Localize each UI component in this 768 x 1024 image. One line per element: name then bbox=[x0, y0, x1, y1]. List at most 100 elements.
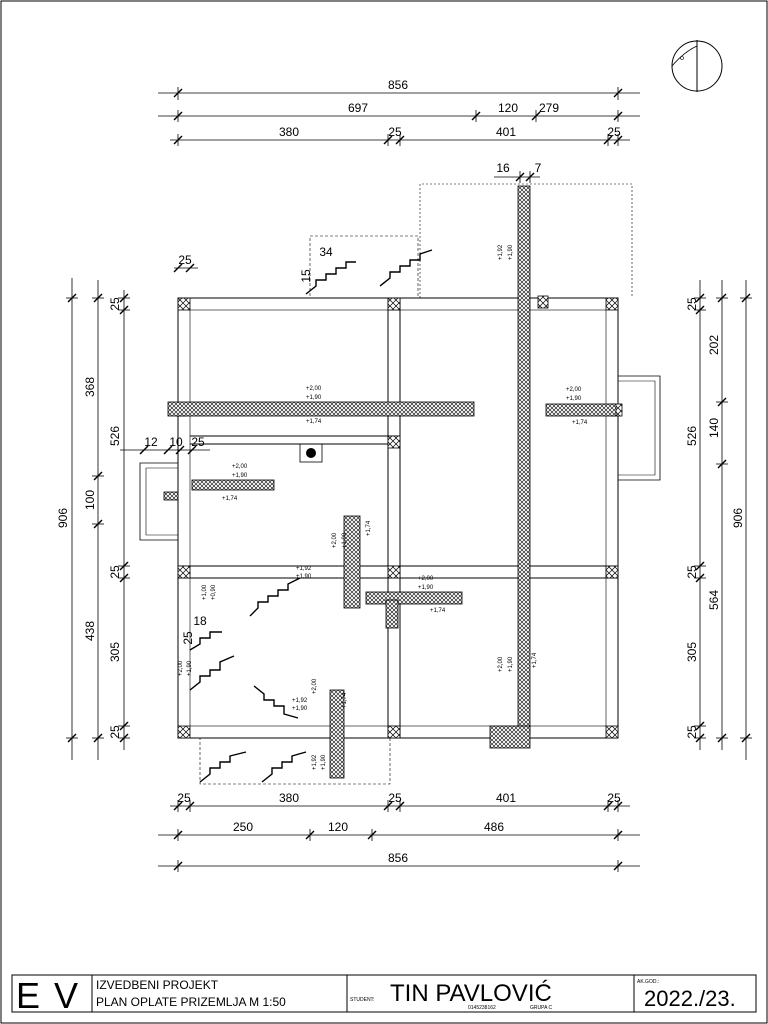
dim-top-120: 120 bbox=[498, 101, 518, 115]
dim-left-total: 906 bbox=[56, 508, 70, 528]
level-l190-e: +1,90 bbox=[296, 574, 312, 580]
dim-top-25b: 25 bbox=[607, 125, 621, 139]
columns bbox=[175, 295, 623, 739]
level-l200-e: +2,00 bbox=[332, 532, 338, 548]
level-l190-i: +1,90 bbox=[508, 656, 514, 672]
left-dimensions bbox=[66, 267, 210, 760]
dim-top-697: 697 bbox=[348, 101, 368, 115]
level-l174-g: +1,74 bbox=[342, 692, 348, 708]
level-l200-c: +2,00 bbox=[566, 387, 582, 393]
title-sheet: PLAN OPLATE PRIZEMLJA M 1:50 bbox=[96, 995, 286, 1009]
dim-left-368: 368 bbox=[83, 377, 97, 397]
level-l192-a: +1,92 bbox=[296, 566, 312, 572]
dim-bottom-25b: 25 bbox=[388, 791, 402, 805]
dim-left-misc-25: 25 bbox=[178, 253, 192, 267]
title-project: IZVEDBENI PROJEKT bbox=[96, 978, 219, 992]
level-l190-f: +1,90 bbox=[292, 706, 308, 712]
level-l190-c: +1,90 bbox=[566, 396, 582, 402]
title-logo-v: V bbox=[54, 975, 78, 1016]
level-l192-d: +1,92 bbox=[312, 754, 318, 770]
level-l190-g: +1,90 bbox=[342, 532, 348, 548]
dim-right-25b: 25 bbox=[685, 565, 699, 579]
right-dimensions bbox=[694, 280, 752, 760]
level-l200-g: +2,00 bbox=[178, 660, 184, 676]
title-year-label: AK.GOD.: bbox=[637, 979, 659, 985]
title-student-label: STUDENT: bbox=[350, 997, 374, 1003]
dim-top-16: 16 bbox=[496, 161, 510, 175]
dim-top-401: 401 bbox=[496, 125, 516, 139]
level-l174-c: +1,74 bbox=[572, 420, 588, 426]
level-l200-h: +2,00 bbox=[312, 678, 318, 694]
level-l192-b: +1,92 bbox=[292, 698, 308, 704]
level-l190-d: +1,90 bbox=[418, 585, 434, 591]
dim-left-25c: 25 bbox=[108, 725, 122, 739]
dim-bottom-486: 486 bbox=[484, 820, 504, 834]
level-l200-b: +2,00 bbox=[232, 464, 248, 470]
dim-left-10: 10 bbox=[169, 435, 183, 449]
title-block bbox=[11, 974, 757, 1013]
level-l100: +1,00 bbox=[202, 584, 208, 600]
level-l190-k: +1,90 bbox=[321, 754, 327, 770]
top-dim-ticks bbox=[173, 88, 623, 182]
dim-bottom-25a: 25 bbox=[177, 791, 191, 805]
dim-stair-34: 34 bbox=[319, 245, 333, 259]
right-dim-ticks bbox=[695, 293, 751, 743]
dim-bottom-250: 250 bbox=[233, 820, 253, 834]
dim-bottom-120: 120 bbox=[328, 820, 348, 834]
level-l090: +0,90 bbox=[211, 584, 217, 600]
dim-left-25a: 25 bbox=[108, 297, 122, 311]
level-l200-a: +2,00 bbox=[306, 386, 322, 392]
level-l200-d: +2,00 bbox=[418, 576, 434, 582]
level-l200-f: +2,00 bbox=[498, 656, 504, 672]
dim-top-total: 856 bbox=[388, 78, 408, 92]
title-logo-e: E bbox=[16, 975, 40, 1016]
dim-bottom-401: 401 bbox=[496, 791, 516, 805]
dim-left-305: 305 bbox=[108, 642, 122, 662]
level-l174-e: +1,74 bbox=[366, 520, 372, 536]
dim-stair-25: 25 bbox=[181, 631, 195, 645]
level-l174-b: +1,74 bbox=[222, 496, 238, 502]
title-group: GRUPA C bbox=[530, 1005, 553, 1011]
dim-right-564: 564 bbox=[707, 590, 721, 610]
dim-right-25c: 25 bbox=[685, 725, 699, 739]
dim-stair-18: 18 bbox=[193, 614, 207, 628]
dim-right-305: 305 bbox=[685, 642, 699, 662]
bottom-dim-ticks bbox=[173, 801, 623, 871]
dim-left-100: 100 bbox=[83, 490, 97, 510]
level-l174-d: +1,74 bbox=[430, 608, 446, 614]
level-l174-f: +1,74 bbox=[532, 652, 538, 668]
dim-left-25d: 25 bbox=[191, 435, 205, 449]
dim-top-380: 380 bbox=[279, 125, 299, 139]
level-l190-j: +1,90 bbox=[187, 660, 193, 676]
dim-right-25a: 25 bbox=[685, 297, 699, 311]
level-markers: +2,00 +1,90 +1,74 +2,00 +1,90 +1,74 +2,0… bbox=[178, 244, 588, 770]
dim-top-279: 279 bbox=[539, 101, 559, 115]
north-arrow-icon bbox=[671, 40, 723, 92]
dim-left-438: 438 bbox=[83, 621, 97, 641]
left-dim-ticks bbox=[67, 263, 197, 743]
title-year: 2022./23. bbox=[644, 986, 736, 1011]
stair-profiles bbox=[189, 249, 433, 783]
title-student-id: 0145238162 bbox=[468, 1005, 496, 1011]
dim-stair-15: 15 bbox=[299, 269, 313, 283]
dim-left-12: 12 bbox=[144, 435, 158, 449]
level-l190-a: +1,90 bbox=[306, 395, 322, 401]
dim-left-25b: 25 bbox=[108, 565, 122, 579]
dim-right-526: 526 bbox=[685, 426, 699, 446]
level-l192-c: +1,92 bbox=[498, 244, 504, 260]
level-l190-h: +1,90 bbox=[508, 244, 514, 260]
dim-left-526: 526 bbox=[108, 426, 122, 446]
section-cuts bbox=[163, 185, 617, 779]
title-student-name: TIN PAVLOVIĆ bbox=[390, 980, 552, 1007]
dim-bottom-380: 380 bbox=[279, 791, 299, 805]
shaft-marker-icon bbox=[299, 443, 323, 463]
dim-right-total: 906 bbox=[731, 508, 745, 528]
dim-bottom-total: 856 bbox=[388, 851, 408, 865]
level-l174-a: +1,74 bbox=[306, 419, 322, 425]
dim-right-202: 202 bbox=[707, 335, 721, 355]
level-l190-b: +1,90 bbox=[232, 473, 248, 479]
dim-bottom-25c: 25 bbox=[607, 791, 621, 805]
dim-top-25a: 25 bbox=[388, 125, 402, 139]
